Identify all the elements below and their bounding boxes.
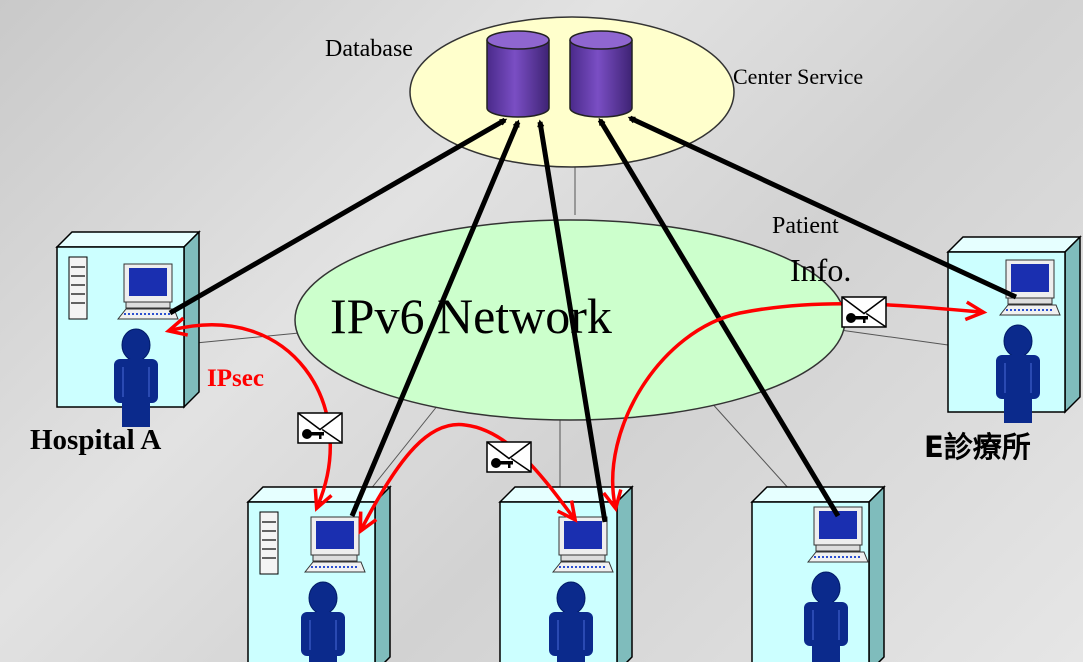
person-icon — [549, 581, 593, 662]
server-icon — [68, 256, 88, 320]
person-icon — [301, 581, 345, 662]
envelope-key-icon — [486, 441, 532, 473]
site-bottom-1 — [246, 485, 392, 662]
envelope-key-icon — [297, 412, 343, 444]
ipsec-links — [164, 300, 988, 535]
computer-icon — [998, 259, 1061, 316]
server-icon — [259, 511, 279, 575]
database-cylinder-icon — [569, 30, 633, 118]
network-label: IPv6 Network — [330, 288, 612, 344]
site-bottom-3 — [750, 485, 886, 662]
e-clinic-label: E診療所 — [924, 430, 1031, 464]
patient-label: Patient — [772, 213, 839, 239]
hospital-a-label: Hospital A — [30, 424, 162, 456]
envelope-key-icon — [841, 296, 887, 328]
site-e-clinic — [946, 235, 1082, 423]
database-label: Database — [325, 36, 413, 62]
ipsec-label: IPsec — [207, 365, 264, 392]
person-icon — [114, 328, 158, 427]
person-icon — [804, 571, 848, 662]
person-icon — [996, 324, 1040, 423]
computer-icon — [116, 263, 179, 320]
database-cylinder-icon — [486, 30, 550, 118]
center-service-label: Center Service — [733, 64, 864, 89]
computer-icon — [806, 506, 869, 563]
computer-icon — [303, 516, 366, 573]
site-bottom-2 — [498, 485, 634, 662]
computer-icon — [551, 516, 614, 573]
info-label: Info. — [790, 252, 852, 288]
